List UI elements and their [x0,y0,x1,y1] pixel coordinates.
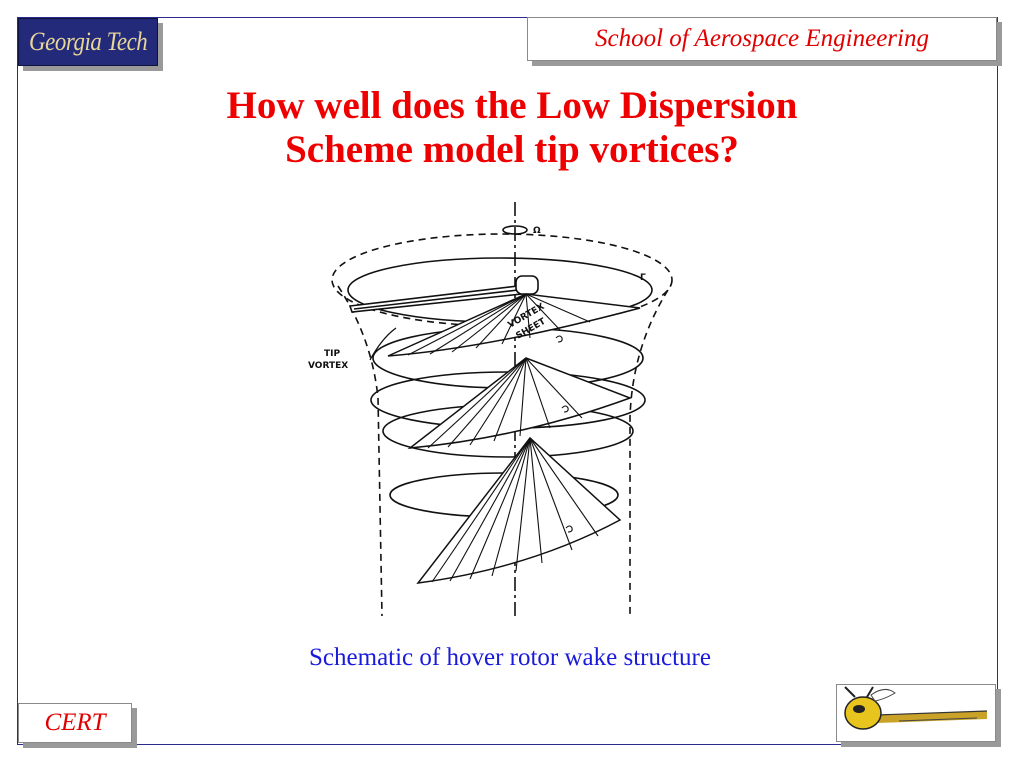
cert-label: CERT [44,709,106,736]
diagram-caption: Schematic of hover rotor wake structure [309,644,711,671]
omega-label: Ω [533,226,541,236]
rotor-hub [515,275,539,295]
title-line-2: Scheme model tip vortices? [285,128,739,171]
wake-boundary-right [629,289,669,616]
yellow-jacket-icon [844,686,988,730]
swirl-marker-icon [555,335,563,343]
slide-title: How well does the Low Dispersion Scheme … [60,84,964,172]
cert-label-box: CERT [18,703,132,743]
swirl-marker-icon [561,405,569,413]
georgia-tech-logo: Georgia Tech [18,18,158,66]
school-label: School of Aerospace Engineering [595,25,929,52]
logo-text: Georgia Tech [28,27,148,56]
vortex-sheet-cone [387,293,641,357]
school-label-box: School of Aerospace Engineering [527,17,997,61]
tip-label: TIP [324,349,340,359]
title-line-1: How well does the Low Dispersion [226,84,798,127]
gamma-label: Γ [640,273,646,283]
wake-boundary-left [337,285,383,617]
tip-vortex-label: VORTEX [308,361,348,371]
vortex-sheet-cone [407,357,633,449]
mascot-box [836,684,996,742]
slide-frame [17,17,998,745]
tip-vortex-pointer [369,327,397,361]
swirl-marker-icon [565,525,573,533]
rotor-wake-diagram: Ω Γ TIP VORTEX VORTEX SHEET [308,202,673,617]
vortex-sheet-cone [416,436,622,584]
blade-chord-line [353,289,519,310]
